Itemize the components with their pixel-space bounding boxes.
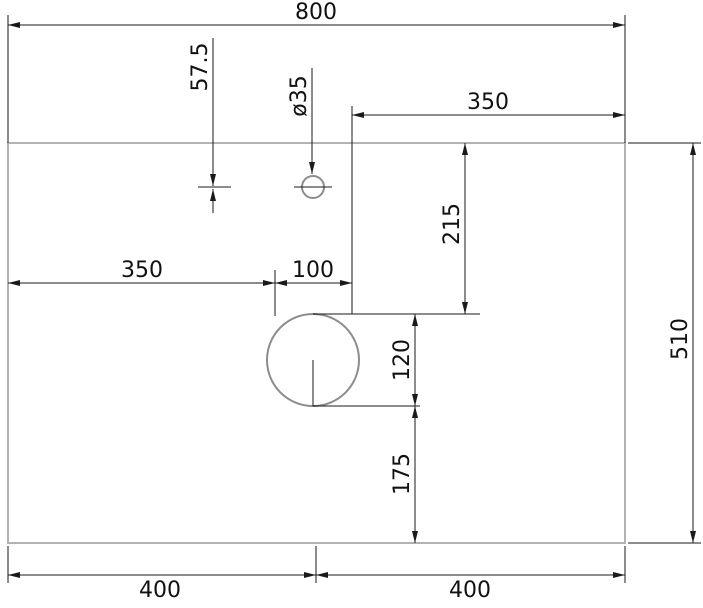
arrowhead-up xyxy=(462,143,468,155)
dim-label-100: 100 xyxy=(292,258,334,283)
arrowhead-right xyxy=(613,22,625,28)
arrowhead-right xyxy=(304,572,316,578)
dim-overall-height: 510 xyxy=(628,142,701,544)
arrowhead-left xyxy=(8,572,20,578)
dim-label-350-left: 350 xyxy=(121,258,163,283)
dim-label-d35: ø35 xyxy=(287,75,312,116)
arrowhead-left xyxy=(8,280,20,286)
arrowhead-down xyxy=(690,531,696,543)
dim-175: 175 xyxy=(390,406,418,543)
dim-faucet-offset: 57.5 xyxy=(188,38,231,213)
dim-label-57-5: 57.5 xyxy=(188,43,213,92)
arrowhead-down xyxy=(412,394,418,406)
arrowhead-right xyxy=(613,572,625,578)
arrowhead-up xyxy=(412,406,418,418)
arrowhead-down xyxy=(210,174,216,186)
dim-bottom-400s: 400 400 xyxy=(7,546,626,603)
dim-215: 215 xyxy=(440,143,468,314)
dim-label-175: 175 xyxy=(390,453,415,495)
dim-label-215: 215 xyxy=(440,203,465,245)
dim-label-800: 800 xyxy=(295,0,337,25)
panel-outline xyxy=(7,142,626,544)
dim-faucet-diameter: ø35 xyxy=(287,68,332,188)
dim-100: 100 xyxy=(275,258,352,286)
arrowhead-up xyxy=(690,143,696,155)
arrowhead-left xyxy=(316,572,328,578)
arrowhead-down xyxy=(412,531,418,543)
dim-overall-width: 800 xyxy=(7,0,626,143)
dim-left-350: 350 xyxy=(8,258,276,316)
arrowhead-right xyxy=(613,112,625,118)
dim-label-350-top: 350 xyxy=(467,90,509,115)
arrowhead-down xyxy=(462,302,468,314)
arrowhead-right xyxy=(263,280,275,286)
dim-label-400-right: 400 xyxy=(449,578,491,603)
arrowhead-left xyxy=(8,22,20,28)
drain-reference-lines xyxy=(312,313,480,407)
arrowhead-down xyxy=(309,162,315,174)
arrowhead-right xyxy=(340,280,352,286)
dim-label-120: 120 xyxy=(390,339,415,381)
dim-label-400-left: 400 xyxy=(139,578,181,603)
arrowhead-up xyxy=(210,189,216,201)
arrowhead-left xyxy=(275,280,287,286)
arrowhead-left xyxy=(352,112,364,118)
arrowhead-up xyxy=(412,314,418,326)
dim-120: 120 xyxy=(390,314,418,406)
dim-label-510: 510 xyxy=(668,318,693,360)
dim-top-right-350: 350 xyxy=(351,90,625,314)
